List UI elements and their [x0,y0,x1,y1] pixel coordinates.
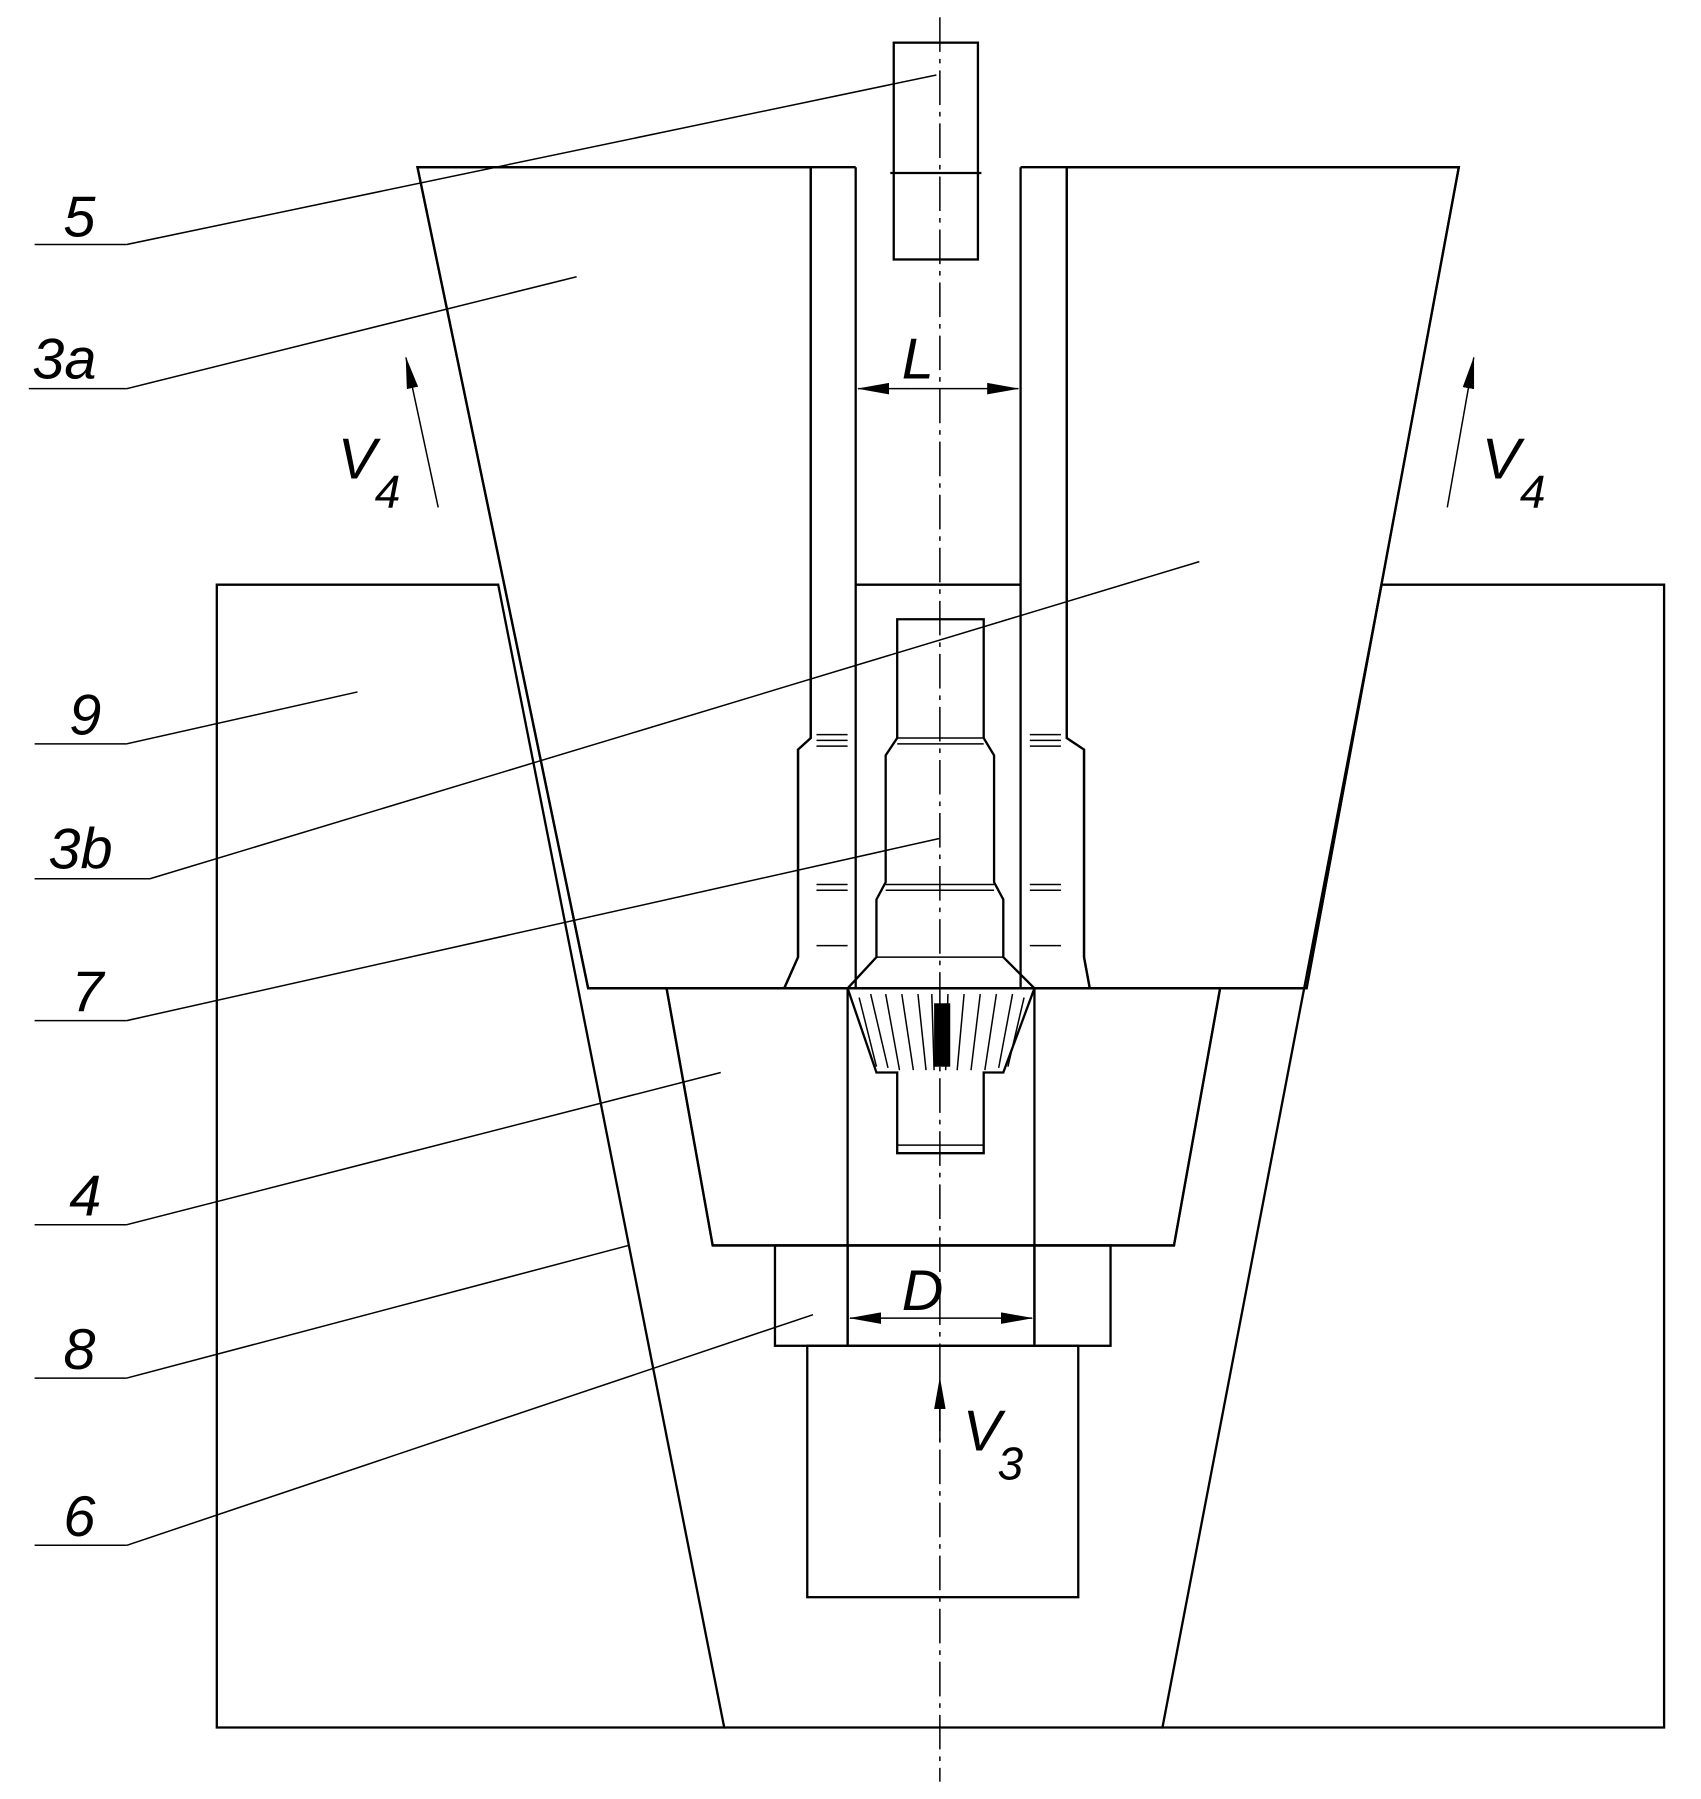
svg-text:V: V [963,1400,1006,1464]
label-part-5: 5 [63,185,96,249]
label-part-6: 6 [63,1485,96,1549]
dimension-l: L [856,327,1020,395]
svg-text:V: V [338,428,381,492]
label-part-9: 9 [69,684,101,748]
label-part-8: 8 [63,1318,95,1382]
velocity-v4-right: V 4 [1446,356,1546,517]
leader-lines [28,74,1200,1547]
die-9 [215,583,1666,1729]
velocity-v4-left: V 4 [338,356,439,517]
label-part-3b: 3b [48,817,112,881]
svg-text:3: 3 [998,1438,1024,1490]
dimension-d: D [848,1259,1034,1324]
label-part-7: 7 [72,960,106,1024]
svg-text:4: 4 [1520,465,1546,517]
velocity-v3: V 3 [934,1376,1024,1490]
wedge-segments-3 [416,166,1461,990]
svg-text:4: 4 [375,465,401,517]
dimension-label-d: D [902,1259,944,1323]
ejector-6-8 [773,1244,1112,1599]
dimension-label-l: L [902,327,934,391]
label-part-4: 4 [69,1164,101,1228]
svg-text:V: V [1482,428,1525,492]
punch-5 [890,41,982,261]
label-part-3a: 3a [32,327,96,391]
workpiece-7 [846,618,1036,1155]
